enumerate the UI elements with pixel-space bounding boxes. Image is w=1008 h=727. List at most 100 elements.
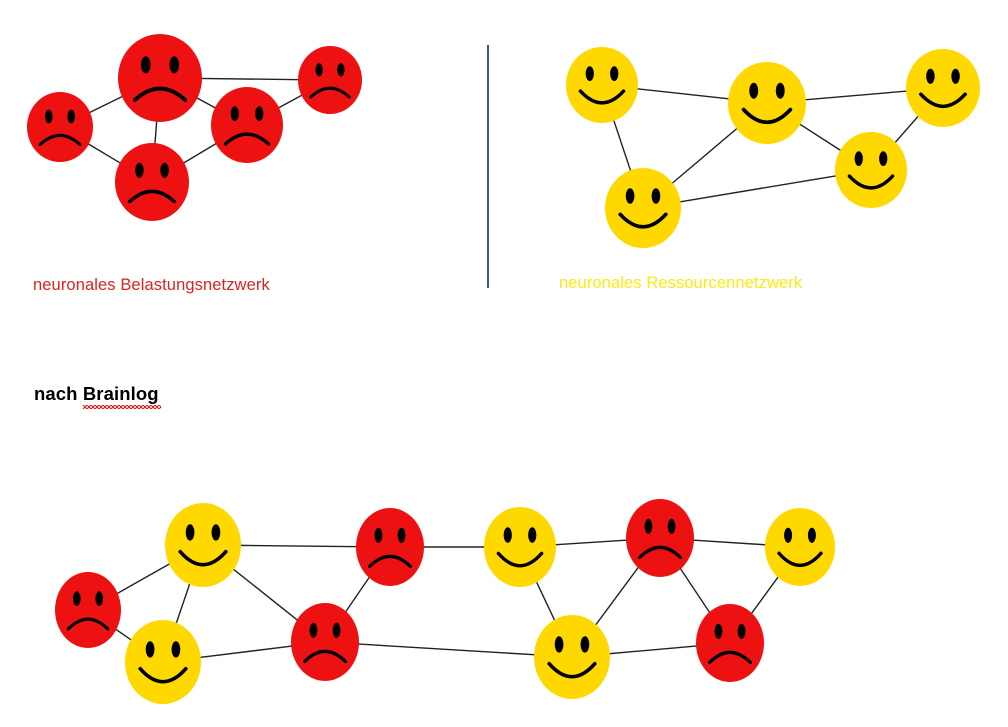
network-edge: [174, 580, 192, 627]
frown-mouth-icon: [132, 86, 188, 102]
network-edge: [343, 573, 372, 616]
network-nodes: [27, 34, 362, 221]
eye-right-icon: [528, 527, 537, 543]
happy-face-icon: [484, 507, 556, 587]
network-node-sad[interactable]: [211, 87, 283, 163]
network-edge: [236, 544, 361, 548]
network-node-happy[interactable]: [728, 62, 806, 144]
network-edge: [669, 125, 741, 187]
sad-face-icon: [291, 603, 359, 681]
vertical-divider: [487, 45, 489, 288]
smile-mouth-icon: [847, 174, 895, 190]
network-node-happy[interactable]: [534, 615, 610, 699]
frown-mouth-icon: [223, 132, 271, 146]
network-nodes: [55, 499, 835, 704]
network-edge: [112, 626, 135, 643]
smile-mouth-icon: [919, 92, 967, 109]
eye-left-icon: [784, 527, 793, 543]
network-node-happy[interactable]: [765, 508, 835, 586]
network-edge: [892, 113, 922, 146]
happy-face-icon: [605, 168, 681, 248]
network-edge: [689, 539, 770, 546]
smile-mouth-icon: [496, 551, 544, 568]
smile-mouth-icon: [618, 212, 668, 229]
network-edge: [534, 578, 557, 624]
smile-mouth-icon: [777, 551, 823, 567]
eye-left-icon: [585, 66, 594, 82]
eye-right-icon: [667, 518, 676, 534]
happy-face-icon: [835, 132, 907, 208]
smile-mouth-icon: [178, 549, 228, 567]
eye-left-icon: [230, 106, 239, 122]
network-node-sad[interactable]: [356, 508, 424, 586]
eye-right-icon: [332, 622, 341, 638]
eye-left-icon: [625, 188, 635, 204]
happy-face-icon: [765, 508, 835, 586]
network-edge: [676, 174, 840, 204]
eye-left-icon: [644, 518, 653, 534]
network-edge: [86, 94, 126, 115]
eye-left-icon: [926, 68, 935, 84]
network-edge: [796, 121, 845, 153]
source-attribution: nach Brainlog: [34, 383, 161, 409]
happy-face-icon: [534, 615, 610, 699]
network-edge: [196, 644, 296, 659]
eye-left-icon: [72, 591, 81, 607]
network-edge: [801, 90, 911, 101]
label-stress-network: neuronales Belastungsnetzwerk: [33, 276, 270, 294]
frown-mouth-icon: [309, 86, 351, 99]
eye-right-icon: [775, 82, 785, 99]
network-node-sad[interactable]: [118, 34, 202, 122]
eye-left-icon: [145, 641, 155, 658]
network-node-sad[interactable]: [55, 572, 121, 648]
network-node-happy[interactable]: [125, 620, 201, 704]
eye-right-icon: [397, 527, 406, 543]
eye-right-icon: [807, 527, 816, 543]
frown-mouth-icon: [302, 649, 348, 664]
sad-face-icon: [626, 499, 694, 577]
network-edge: [677, 565, 713, 616]
network-edge: [153, 117, 158, 148]
network-node-sad[interactable]: [115, 143, 189, 221]
network-edge: [113, 561, 173, 596]
happy-face-icon: [125, 620, 201, 704]
network-mixed: [55, 499, 835, 704]
network-node-sad[interactable]: [298, 46, 362, 114]
eye-right-icon: [160, 162, 169, 178]
network-node-happy[interactable]: [566, 47, 638, 123]
eye-right-icon: [337, 63, 345, 77]
network-node-happy[interactable]: [835, 132, 907, 208]
network-node-sad[interactable]: [696, 604, 764, 682]
source-attribution-prefix: nach: [34, 383, 83, 404]
source-term-misspelled: Brainlog: [82, 383, 161, 409]
network-edge: [612, 116, 633, 175]
eye-left-icon: [185, 524, 195, 541]
sad-face-icon: [118, 34, 202, 122]
eye-left-icon: [554, 636, 564, 653]
frown-mouth-icon: [367, 554, 413, 569]
network-node-sad[interactable]: [291, 603, 359, 681]
smile-mouth-icon: [138, 666, 188, 684]
sad-face-icon: [27, 92, 93, 162]
happy-face-icon: [566, 47, 638, 123]
sad-face-icon: [55, 572, 121, 648]
network-node-happy[interactable]: [605, 168, 681, 248]
frown-mouth-icon: [637, 545, 683, 560]
network-edge: [551, 539, 631, 546]
network-node-happy[interactable]: [165, 503, 241, 587]
network-node-sad[interactable]: [626, 499, 694, 577]
label-resource-network: neuronales Ressourcennetzwerk: [559, 274, 803, 292]
network-node-happy[interactable]: [484, 507, 556, 587]
network-node-sad[interactable]: [27, 92, 93, 162]
eye-left-icon: [749, 82, 759, 99]
eye-right-icon: [67, 109, 76, 124]
eye-right-icon: [737, 623, 746, 639]
network-stress: [27, 34, 362, 221]
sad-face-icon: [298, 46, 362, 114]
eye-left-icon: [503, 527, 512, 543]
eye-left-icon: [309, 622, 318, 638]
network-node-happy[interactable]: [906, 49, 980, 127]
eye-right-icon: [171, 641, 181, 658]
happy-face-icon: [728, 62, 806, 144]
